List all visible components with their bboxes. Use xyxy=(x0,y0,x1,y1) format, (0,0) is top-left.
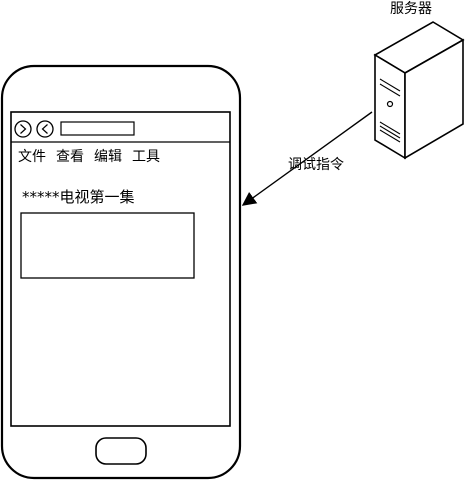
menu-item-tools[interactable]: 工具 xyxy=(132,149,160,165)
debug-arrow xyxy=(241,111,373,206)
address-bar[interactable] xyxy=(60,121,135,136)
server-slot-line xyxy=(379,78,401,92)
menu-item-edit[interactable]: 编辑 xyxy=(94,149,122,165)
debug-command-label: 调试指令 xyxy=(288,157,344,173)
forward-icon xyxy=(20,124,27,134)
back-button[interactable] xyxy=(36,120,54,138)
menu-item-view[interactable]: 查看 xyxy=(56,149,84,165)
server-vent-line xyxy=(379,129,401,143)
back-icon xyxy=(41,124,48,134)
forward-button[interactable] xyxy=(14,120,32,138)
server-side-face xyxy=(404,38,464,160)
server xyxy=(373,21,465,160)
menu-item-file[interactable]: 文件 xyxy=(18,149,46,165)
server-vent-line xyxy=(379,121,401,135)
server-power-light xyxy=(386,100,394,108)
content-title: *****电视第一集 xyxy=(22,188,135,206)
server-label: 服务器 xyxy=(390,1,432,17)
home-button[interactable] xyxy=(95,437,147,465)
server-vent-line xyxy=(379,125,401,139)
browser-toolbar xyxy=(11,120,230,143)
content-box xyxy=(20,212,195,279)
server-slot-line xyxy=(379,83,401,97)
